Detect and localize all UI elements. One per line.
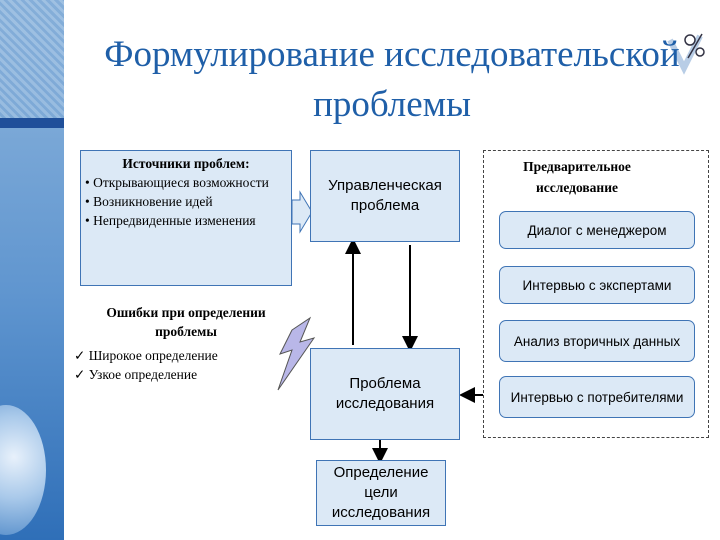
- check-icon: ✓: [74, 348, 86, 363]
- problem-sources-box: Источники проблем: • Открывающиеся возмо…: [80, 150, 292, 286]
- preliminary-heading: Предварительное исследование: [523, 159, 631, 195]
- lightning-icon: [277, 316, 316, 391]
- check-icon: ✓: [74, 367, 86, 382]
- preliminary-research-frame: [483, 150, 709, 438]
- source-item: • Непредвиденные изменения: [85, 213, 256, 228]
- preliminary-item: Анализ вторичных данных: [499, 320, 695, 362]
- source-item: • Возникновение идей: [85, 194, 213, 209]
- preliminary-item: Интервью с потребителями: [499, 376, 695, 418]
- source-item: • Открывающиеся возможности: [85, 175, 269, 190]
- sources-heading: Источники проблем:: [122, 156, 250, 171]
- management-problem-box: Управленческая проблема: [310, 150, 460, 242]
- errors-heading: Ошибки при определении проблемы: [106, 305, 266, 339]
- error-item: ✓ Широкое определение: [74, 348, 218, 363]
- page-title: Формулирование исследовательской проблем…: [104, 34, 680, 125]
- research-problem-box: Проблема исследования: [310, 348, 460, 440]
- preliminary-item: Интервью с экспертами: [499, 266, 695, 304]
- research-goal-box: Определение цели исследования: [316, 460, 446, 526]
- error-item: ✓ Узкое определение: [74, 367, 198, 382]
- percent-logo-icon: [667, 33, 705, 75]
- errors-list: ✓ Широкое определение ✓ Узкое определени…: [74, 346, 218, 384]
- preliminary-item: Диалог с менеджером: [499, 211, 695, 249]
- block-arrow: [291, 190, 313, 234]
- decorative-strip: [0, 0, 64, 540]
